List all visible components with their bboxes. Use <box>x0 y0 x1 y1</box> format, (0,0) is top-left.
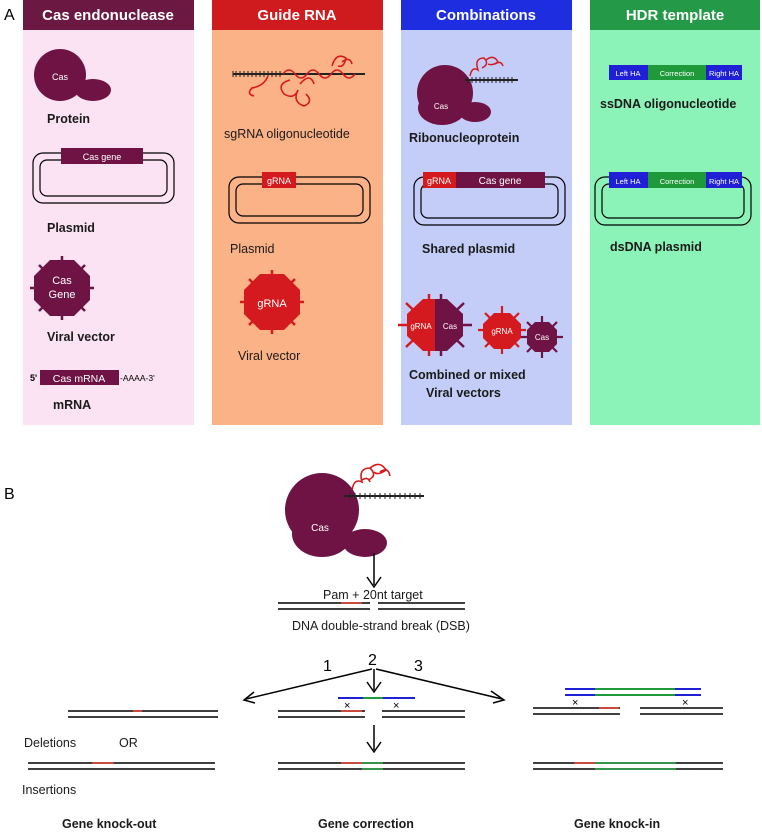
dsb-dna-icon <box>278 602 465 610</box>
mrna-5prime: 5' <box>30 373 37 383</box>
arrow-to-dsb <box>366 553 382 589</box>
knockin-mark-right: × <box>682 697 688 709</box>
ssdna-label: ssDNA oligonucleotide <box>600 97 736 111</box>
column-header-hdr-bar <box>590 0 760 30</box>
grna-plasmid-label: Plasmid <box>230 242 275 256</box>
cas-viral-vector-label: Viral vector <box>47 330 115 344</box>
column-header-combinations-bar <box>401 0 572 30</box>
cas-plasmid-gene-text: Cas gene <box>83 152 122 162</box>
cas-viral-text-1: Cas <box>52 275 72 287</box>
shared-plasmid-grna-text: gRNA <box>427 176 451 186</box>
grna-viral-text: gRNA <box>257 298 287 310</box>
column-header-grna-bar <box>212 0 383 30</box>
cas-plasmid-label: Plasmid <box>47 221 95 235</box>
mixed-grna-viral-vector-icon: gRNA <box>478 306 526 354</box>
dsdna-plasmid-icon: Left HA Correction Right HA <box>594 172 752 226</box>
sgrna-oligonucleotide-label: sgRNA oligonucleotide <box>224 127 350 141</box>
mixed-cas-text: Cas <box>535 333 549 342</box>
or-label: OR <box>119 736 138 750</box>
complex-cas-text: Cas <box>311 523 329 534</box>
grna-plasmid-text: gRNA <box>267 176 291 186</box>
dsdna-left-ha: Left HA <box>615 177 640 186</box>
ribonucleoprotein-icon: Cas <box>417 56 518 125</box>
dsdna-plasmid-label: dsDNA plasmid <box>610 240 702 254</box>
knockout-dna-deletion <box>68 710 218 718</box>
column-header-cas: Cas endonuclease <box>42 7 174 24</box>
mrna-text: Cas mRNA <box>53 373 106 385</box>
path-number-1: 1 <box>323 658 332 675</box>
rnp-cas-text: Cas <box>434 102 448 111</box>
outcome-correction: Gene correction <box>318 817 414 831</box>
outcome-knockin: Gene knock-in <box>574 817 660 831</box>
dsdna-correction: Correction <box>660 177 695 186</box>
path-number-2: 2 <box>368 652 377 669</box>
cas9-grna-complex-icon: Cas <box>285 463 424 557</box>
cas-viral-text-2: Gene <box>49 289 76 301</box>
cas-protein-text: Cas <box>52 72 69 82</box>
shared-plasmid-label: Shared plasmid <box>422 242 515 256</box>
knockin-mark-left: × <box>572 697 578 709</box>
ribonucleoprotein-label: Ribonucleoprotein <box>409 131 519 145</box>
grna-viral-vector-label: Viral vector <box>238 349 300 363</box>
path-number-3: 3 <box>414 658 423 675</box>
grna-plasmid-icon: gRNA <box>228 172 371 224</box>
panel-b-label: B <box>4 486 15 503</box>
mixed-grna-text: gRNA <box>491 327 513 336</box>
knockin-target-dna <box>533 707 723 715</box>
cas-protein-label: Protein <box>47 112 90 126</box>
shared-plasmid-icon: gRNA Cas gene <box>413 172 566 226</box>
cas-plasmid-icon: Cas gene <box>32 148 175 204</box>
knockin-result-dna <box>533 762 723 770</box>
dsb-label: DNA double-strand break (DSB) <box>292 619 470 633</box>
panel-a-label: A <box>4 7 15 24</box>
cas-protein-icon: Cas <box>34 49 111 101</box>
knockin-template-icon <box>565 688 701 696</box>
cas-mrna-icon: 5' Cas mRNA -AAAA-3' <box>30 370 155 385</box>
dsdna-right-ha: Right HA <box>709 177 739 186</box>
sgrna-oligonucleotide-icon <box>232 55 365 107</box>
target-label: Pam + 20nt target <box>323 588 423 602</box>
crossover-mark-left: × <box>344 700 350 712</box>
combined-viral-label-2: Viral vectors <box>426 386 501 400</box>
cas-mrna-label: mRNA <box>53 398 91 412</box>
ssdna-correction: Correction <box>660 69 695 78</box>
column-hdr-background <box>590 0 760 425</box>
combined-viral-grna-text: gRNA <box>410 322 432 331</box>
outcome-knockout: Gene knock-out <box>62 817 157 831</box>
combined-viral-cas-text: Cas <box>443 322 457 331</box>
crossover-mark-right: × <box>393 700 399 712</box>
insertions-label: Insertions <box>22 783 76 797</box>
column-header-grna: Guide RNA <box>257 7 336 24</box>
ssdna-left-ha: Left HA <box>615 69 640 78</box>
cas-viral-vector-icon <box>30 256 94 320</box>
ssdna-right-ha: Right HA <box>709 69 739 78</box>
deletions-label: Deletions <box>24 736 76 750</box>
corrected-dna <box>278 762 465 770</box>
mixed-cas-viral-vector-icon: Cas <box>521 316 563 358</box>
column-header-hdr: HDR template <box>626 7 724 24</box>
column-header-combinations: Combinations <box>436 7 536 24</box>
grna-viral-vector-icon <box>240 270 304 334</box>
column-header-cas-bar <box>23 0 194 30</box>
combined-viral-label-1: Combined or mixed <box>409 368 526 382</box>
column-grna-background <box>212 0 383 425</box>
mrna-3prime: -AAAA-3' <box>120 373 155 383</box>
correction-target-dna <box>278 710 465 718</box>
combined-viral-vector-icon: gRNA Cas <box>398 294 472 356</box>
ssdna-template-icon: Left HA Correction Right HA <box>609 65 742 80</box>
arrow-to-correction <box>366 725 382 754</box>
pathway-arrows <box>242 668 506 704</box>
knockout-dna-insertion <box>28 762 215 770</box>
shared-plasmid-gene-text: Cas gene <box>479 176 522 187</box>
